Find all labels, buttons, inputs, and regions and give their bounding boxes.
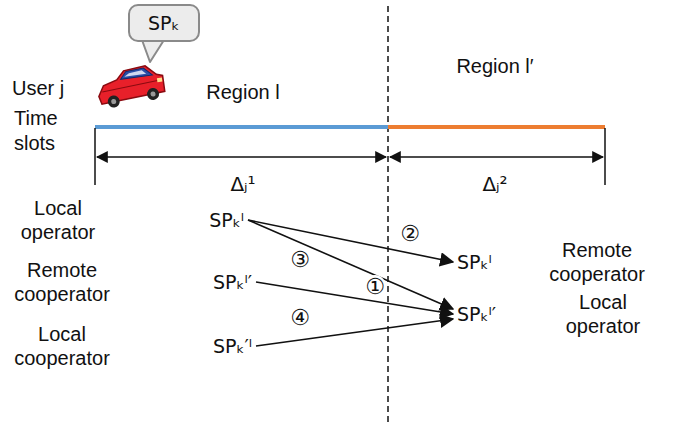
axis-label: Time slots xyxy=(14,106,76,156)
region-label: Region l′ xyxy=(420,54,570,79)
service-provider: Local operator SPₖˡ xyxy=(6,196,246,244)
callout-number: ② xyxy=(399,222,421,246)
role-label: Local operator xyxy=(551,290,655,338)
service-provider: SPₖˡ Remote cooperator xyxy=(455,238,655,286)
service-provider: Remote cooperator SPₖˡ′ xyxy=(4,258,254,306)
bubble-tail xyxy=(142,40,164,62)
tick-line xyxy=(604,128,606,185)
duration-arrow xyxy=(390,156,603,158)
callout-number: ③ xyxy=(289,248,311,272)
provider-name: SPₖˡ xyxy=(455,251,494,273)
flow-arrow xyxy=(248,220,453,262)
provider-name: SPₖˡ′ xyxy=(455,303,498,325)
timeline-bar xyxy=(95,125,388,129)
flow-arrow xyxy=(248,220,453,309)
provider-name: SPₖˡ xyxy=(207,209,246,231)
user-label: User j xyxy=(12,76,64,101)
provider-name: SPₖ xyxy=(146,12,182,34)
callout-number: ④ xyxy=(289,306,311,330)
flow-arrow xyxy=(256,282,453,314)
role-label: Local operator xyxy=(6,196,110,244)
car-icon xyxy=(96,64,167,110)
duration-label: Δⱼ¹ xyxy=(193,172,293,197)
timeline-bar xyxy=(388,125,605,129)
tick-line xyxy=(94,128,96,185)
role-label: Remote cooperator xyxy=(4,258,120,306)
region-label: Region l xyxy=(168,80,318,105)
speech-bubble: SPₖ xyxy=(128,4,200,42)
role-label: Remote cooperator xyxy=(539,238,655,286)
provider-name: SPₖˡ′ xyxy=(211,271,254,293)
role-label: Local cooperator xyxy=(4,322,120,370)
service-provider: Local cooperator SPₖ′ˡ xyxy=(4,322,254,370)
region-divider xyxy=(387,6,389,424)
duration-label: Δⱼ² xyxy=(445,172,545,197)
service-provider: SPₖˡ′ Local operator xyxy=(455,290,655,338)
callout-number: ① xyxy=(364,275,386,299)
provider-name: SPₖ′ˡ xyxy=(211,335,254,357)
flow-arrow xyxy=(256,319,453,346)
duration-arrow xyxy=(97,156,386,158)
